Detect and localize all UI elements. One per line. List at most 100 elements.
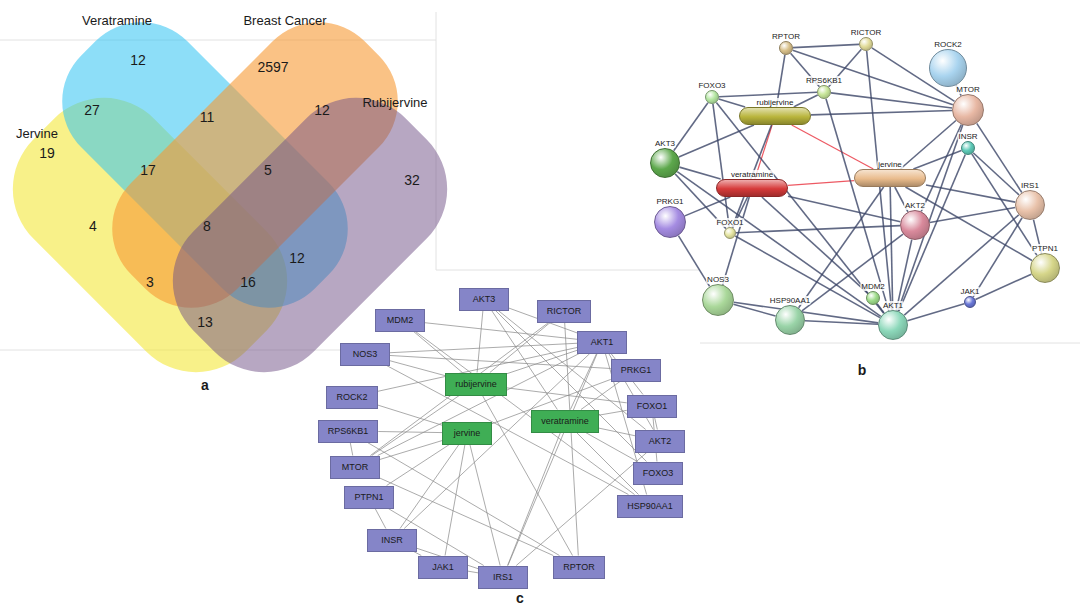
region-count: 17 <box>140 162 156 178</box>
target-box: RPS6KB1 <box>318 420 379 443</box>
region-count: 19 <box>39 145 55 161</box>
compound-box: rubijervine <box>445 373 507 396</box>
set-name: Rubijervine <box>362 95 427 110</box>
node-label: RICTOR <box>547 306 581 317</box>
protein-node: PRKG1 <box>654 206 686 238</box>
node-label: FOXO3 <box>697 81 726 90</box>
protein-node: MTOR <box>952 94 984 126</box>
interaction-edge <box>977 123 1022 192</box>
target-box: IRS1 <box>478 566 528 589</box>
node-label: MDM2 <box>860 282 886 291</box>
interaction-edge <box>788 196 900 222</box>
node-label: NOS3 <box>706 275 730 284</box>
node-label: PRKG1 <box>655 197 684 206</box>
interaction-edge <box>375 509 386 529</box>
interaction-edge <box>713 104 729 227</box>
node-label: IRS1 <box>488 572 518 583</box>
node-label: PTPN1 <box>354 492 384 503</box>
target-box: ROCK2 <box>326 386 377 409</box>
node-label: rubijervine <box>756 98 795 107</box>
protein-node: RPTOR <box>779 41 793 55</box>
node-label: veratramine <box>730 170 774 179</box>
interaction-edge <box>719 99 745 107</box>
node-label: veratramine <box>541 416 589 427</box>
interaction-edge <box>716 102 883 313</box>
interaction-edge <box>921 125 961 212</box>
node-label: JAK1 <box>428 562 458 573</box>
node-label: IRS1 <box>1020 181 1040 190</box>
interaction-edge <box>415 332 634 495</box>
protein-node: FOXO3 <box>705 90 719 104</box>
region-count: 12 <box>289 250 305 266</box>
protein-node: FOXO1 <box>724 227 736 239</box>
interaction-edge <box>581 382 620 410</box>
panel-letter: a <box>201 377 209 393</box>
interaction-edge <box>685 197 731 216</box>
node-label: AKT3 <box>469 294 499 305</box>
target-box: MDM2 <box>375 309 425 332</box>
protein-node: JAK1 <box>964 296 976 308</box>
node-label: RPS6KB1 <box>328 426 369 437</box>
set-name: Breast Cancer <box>243 13 326 28</box>
target-box: PRKG1 <box>611 359 662 382</box>
interaction-edge <box>793 95 817 107</box>
node-label: rubijervine <box>455 379 497 390</box>
region-count: 27 <box>84 102 100 118</box>
region-count: 2597 <box>257 59 288 75</box>
interaction-edge <box>792 125 874 169</box>
interaction-edge <box>973 153 1019 195</box>
target-box: HSP90AA1 <box>617 495 683 518</box>
node-label: FOXO1 <box>637 401 668 412</box>
node-label: FOXO3 <box>643 468 674 479</box>
interaction-edge <box>655 418 658 430</box>
interaction-edge <box>368 443 560 556</box>
compound-node: jervine <box>854 169 926 187</box>
node-label: RICTOR <box>850 28 883 37</box>
frame-line <box>436 12 437 270</box>
interaction-edge <box>378 432 442 433</box>
node-label: FOXO1 <box>715 218 744 227</box>
interaction-edge <box>811 110 952 114</box>
interaction-edge <box>736 226 900 233</box>
target-box: INSR <box>367 529 417 552</box>
interaction-edge <box>975 274 1031 299</box>
compound-node: rubijervine <box>739 107 811 125</box>
target-box: MTOR <box>330 456 380 479</box>
interaction-edge <box>719 92 817 96</box>
interaction-edge <box>445 445 465 556</box>
target-box: FOXO1 <box>627 395 678 418</box>
node-label: ROCK2 <box>336 392 367 403</box>
protein-node: MDM2 <box>866 291 880 305</box>
panel-letter: b <box>858 362 867 378</box>
interaction-edge <box>793 44 859 47</box>
region-count: 12 <box>314 102 330 118</box>
node-label: AKT3 <box>654 139 676 148</box>
interaction-edge <box>390 343 577 352</box>
node-label: PTPN1 <box>1031 244 1059 253</box>
protein-node: PTPN1 <box>1030 253 1060 283</box>
node-label: INSR <box>957 132 978 141</box>
interaction-edge <box>802 234 903 311</box>
protein-node: NOS3 <box>702 284 734 316</box>
protein-node: ROCK2 <box>929 49 967 87</box>
frame-line <box>0 40 436 41</box>
interaction-edge <box>387 445 450 486</box>
interaction-edge <box>674 103 708 151</box>
interaction-edge <box>468 571 478 573</box>
target-box: JAK1 <box>418 556 468 579</box>
protein-node: AKT2 <box>900 210 930 240</box>
node-label: RPTOR <box>563 562 594 573</box>
interaction-edge <box>390 355 611 368</box>
interaction-edge <box>907 304 964 321</box>
interaction-edge <box>896 240 912 311</box>
interaction-edge <box>788 181 854 186</box>
interaction-edge <box>577 433 639 495</box>
node-label: AKT1 <box>587 337 617 348</box>
node-label: jervine <box>452 428 482 439</box>
interaction-edge <box>677 172 881 317</box>
interaction-edge <box>370 323 548 456</box>
node-label: AKT2 <box>904 201 926 210</box>
interaction-edge <box>390 361 445 376</box>
compound-box: veratramine <box>531 410 599 433</box>
node-label: HSP90AA1 <box>769 296 811 305</box>
